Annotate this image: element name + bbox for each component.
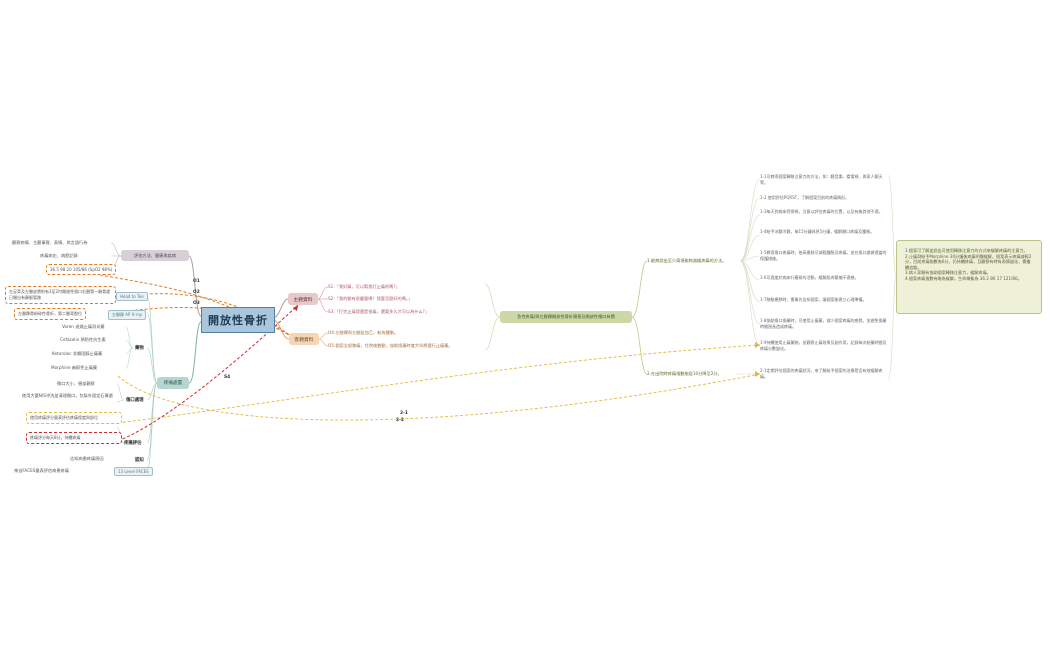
link-label-s4: S4 [224, 375, 231, 380]
evaluation-line: 1.個案可了解並說出可使用轉移注意力的方式來緩解疼痛的注意力。 [905, 248, 1028, 253]
action-item[interactable]: 1-2 使用評估PQRST，了解個案目前的疼痛情形。 [760, 195, 850, 200]
pain-score-item[interactable]: 疼痛評分每天8分，持續疼痛 [26, 432, 122, 444]
branch-objective[interactable]: 客觀資料 [289, 333, 319, 345]
action-item[interactable]: 1-7移動患肢時，需事先告知個案，讓個案能建立心理準備。 [760, 297, 867, 302]
head-to-toe-line: 已開出有靜脈管路 [9, 295, 41, 300]
group-cognition[interactable]: 認知 [135, 458, 144, 463]
group-wound-care[interactable]: 傷口處理 [126, 398, 144, 403]
group-head-to-toe[interactable]: Head to Toe [116, 292, 148, 301]
evaluation-line: 4.個案疼痛指數有略為緩解，生命徵象為 36.2 86 17 121/80。 [905, 275, 1022, 281]
head-to-toe-line: 左足背及左腳皮膚約有3至2吋開放性傷口右腳第一蹠骨處 [9, 289, 111, 294]
group-pain-assessment[interactable]: 疼痛評估 [124, 441, 142, 446]
link-label-o1: O1 [193, 279, 200, 284]
branch-pain-management[interactable]: 疼痛處置 [157, 377, 189, 389]
vital-signs-box[interactable]: 36.5 98 20 105/86 (SpO2 98%) [46, 264, 117, 275]
goal-1[interactable]: 1.能夠說出至少兩項能夠減緩疼痛的方法。 [647, 258, 727, 263]
link-label-2-2: 2-2 [396, 418, 404, 423]
evaluation-box[interactable]: 1.個案可了解並說出可使用轉移注意力的方式來緩解疼痛的注意力。 2.止痛劑給予M… [896, 240, 1042, 314]
action-item[interactable]: 1-8協助傷口換藥時，可使用止痛藥，減少個案疼痛的感覺，並避免換藥時間過長造成疼… [760, 318, 887, 329]
action-item[interactable]: 1-4給予冰敷冷敷，每15分鐘休息5分鐘，緩解腳口疼痛及腫脹。 [760, 229, 875, 234]
objective-item[interactable]: O4:左腳踝與左腳趾加乙，較為腫脹。 [328, 330, 399, 335]
group-xray[interactable]: 左腳踝 AP X-ray [108, 310, 147, 320]
wound-care-item[interactable]: 使用大量N/S沖洗並清理傷口，包紮外固定石膏處 [22, 393, 113, 398]
faces-item[interactable]: 來自FACES量表評估病患疼痛 [14, 468, 69, 473]
subjective-item[interactable]: S1:「我好痛，可以幫我打止痛的嗎?」 [328, 284, 400, 289]
pain-scale-item[interactable]: 使用疼痛評分量表評估疼痛程度與部位 [26, 412, 122, 424]
subjective-item[interactable]: S2:「我的腳有很嚴重嗎？我要怎麼好的嗎。」 [328, 296, 413, 301]
branch-subjective[interactable]: 主觀資料 [288, 293, 318, 305]
action-item[interactable]: 1-6可適度於病床行簡易的活動，緩解肌肉緊繃不適感。 [760, 275, 859, 280]
cognition-item[interactable]: 告知病患疼痛原因 [70, 456, 104, 461]
action-item[interactable]: 1-1可教導個案轉移注意力的方法，如：聽音樂、看電視、與家人聊天等。 [760, 174, 883, 185]
evaluation-line: 3.病人家屬有協助個案轉移注意力，緩解疼痛。 [905, 270, 991, 276]
action-item[interactable]: 1-5教導傷口疼痛時，抬高患肢可減輕腫脹及疼痛，並在傷口處做適當的保護措施。 [760, 250, 887, 261]
link-label-2-1: 2-1 [400, 411, 408, 416]
link-label-o2: O2 [193, 290, 200, 295]
medication-item[interactable]: Voren 退燒止痛消炎藥 [62, 324, 105, 329]
assessment-item[interactable]: 疼痛病史、病歷記錄 [40, 253, 78, 258]
evaluation-line: 2.止痛劑給予Morphine 30分鐘後疼痛明顯緩解，個案表示疼痛減輕2分，目… [905, 253, 1032, 270]
medication-item[interactable]: Cefazolin 預防性抗生素 [60, 337, 106, 342]
head-to-toe-finding[interactable]: 左足背及左腳皮膚約有3至2吋開放性傷口右腳第一蹠骨處 已開出有靜脈管路 [5, 286, 116, 304]
goal-2[interactable]: 2.在出院時疼痛指數能從10分降至2分。 [647, 371, 722, 376]
medication-item[interactable]: Morphine 麻醉性止痛藥 [51, 365, 98, 370]
objective-item[interactable]: O5:個案全部膝痛，住院後數動，協助換藥時會大叫想要行止痛藥。 [328, 343, 453, 348]
central-topic[interactable]: 開放性骨折 [201, 307, 275, 333]
medication-item[interactable]: Ketorolac 非類固醇止痛藥 [52, 351, 103, 356]
action-item[interactable]: 2-1定期評估個案的疼痛狀況，來了解給予個案的治療是否有效緩解疼痛。 [760, 368, 883, 379]
action-item[interactable]: 1-9持續使用止痛藥物，並觀察止痛效果及副作用，記錄每次給藥時間及疼痛分數變化。 [760, 340, 887, 351]
link-label-o3: O3 [193, 301, 200, 306]
branch-assessment[interactable]: 評估方法、健康與疾病 [121, 250, 189, 261]
wound-care-item[interactable]: 傷口大小、患部觀察 [57, 381, 95, 386]
xray-finding[interactable]: 左腳踝骨粉碎性骨折，第二腳背脫位 [14, 308, 86, 320]
subjective-item[interactable]: S3:「打完止痛我還是很痛，還要多久才可以為什么?」 [328, 309, 430, 314]
assessment-item[interactable]: 觀察病情、主觀事實、表情、與言語行為 [12, 240, 88, 245]
group-faces-scale[interactable]: 13 Level FACES [114, 467, 153, 476]
action-item[interactable]: 1-3每天到病床旁探視，注意以評估疼痛的位置，以及有無其他不適。 [760, 209, 883, 214]
group-medication[interactable]: 藥物 [135, 346, 144, 351]
branch-problem[interactable]: 急性疼痛/與左腳踝開放性骨折傷害及開放性傷口有關 [500, 311, 632, 323]
